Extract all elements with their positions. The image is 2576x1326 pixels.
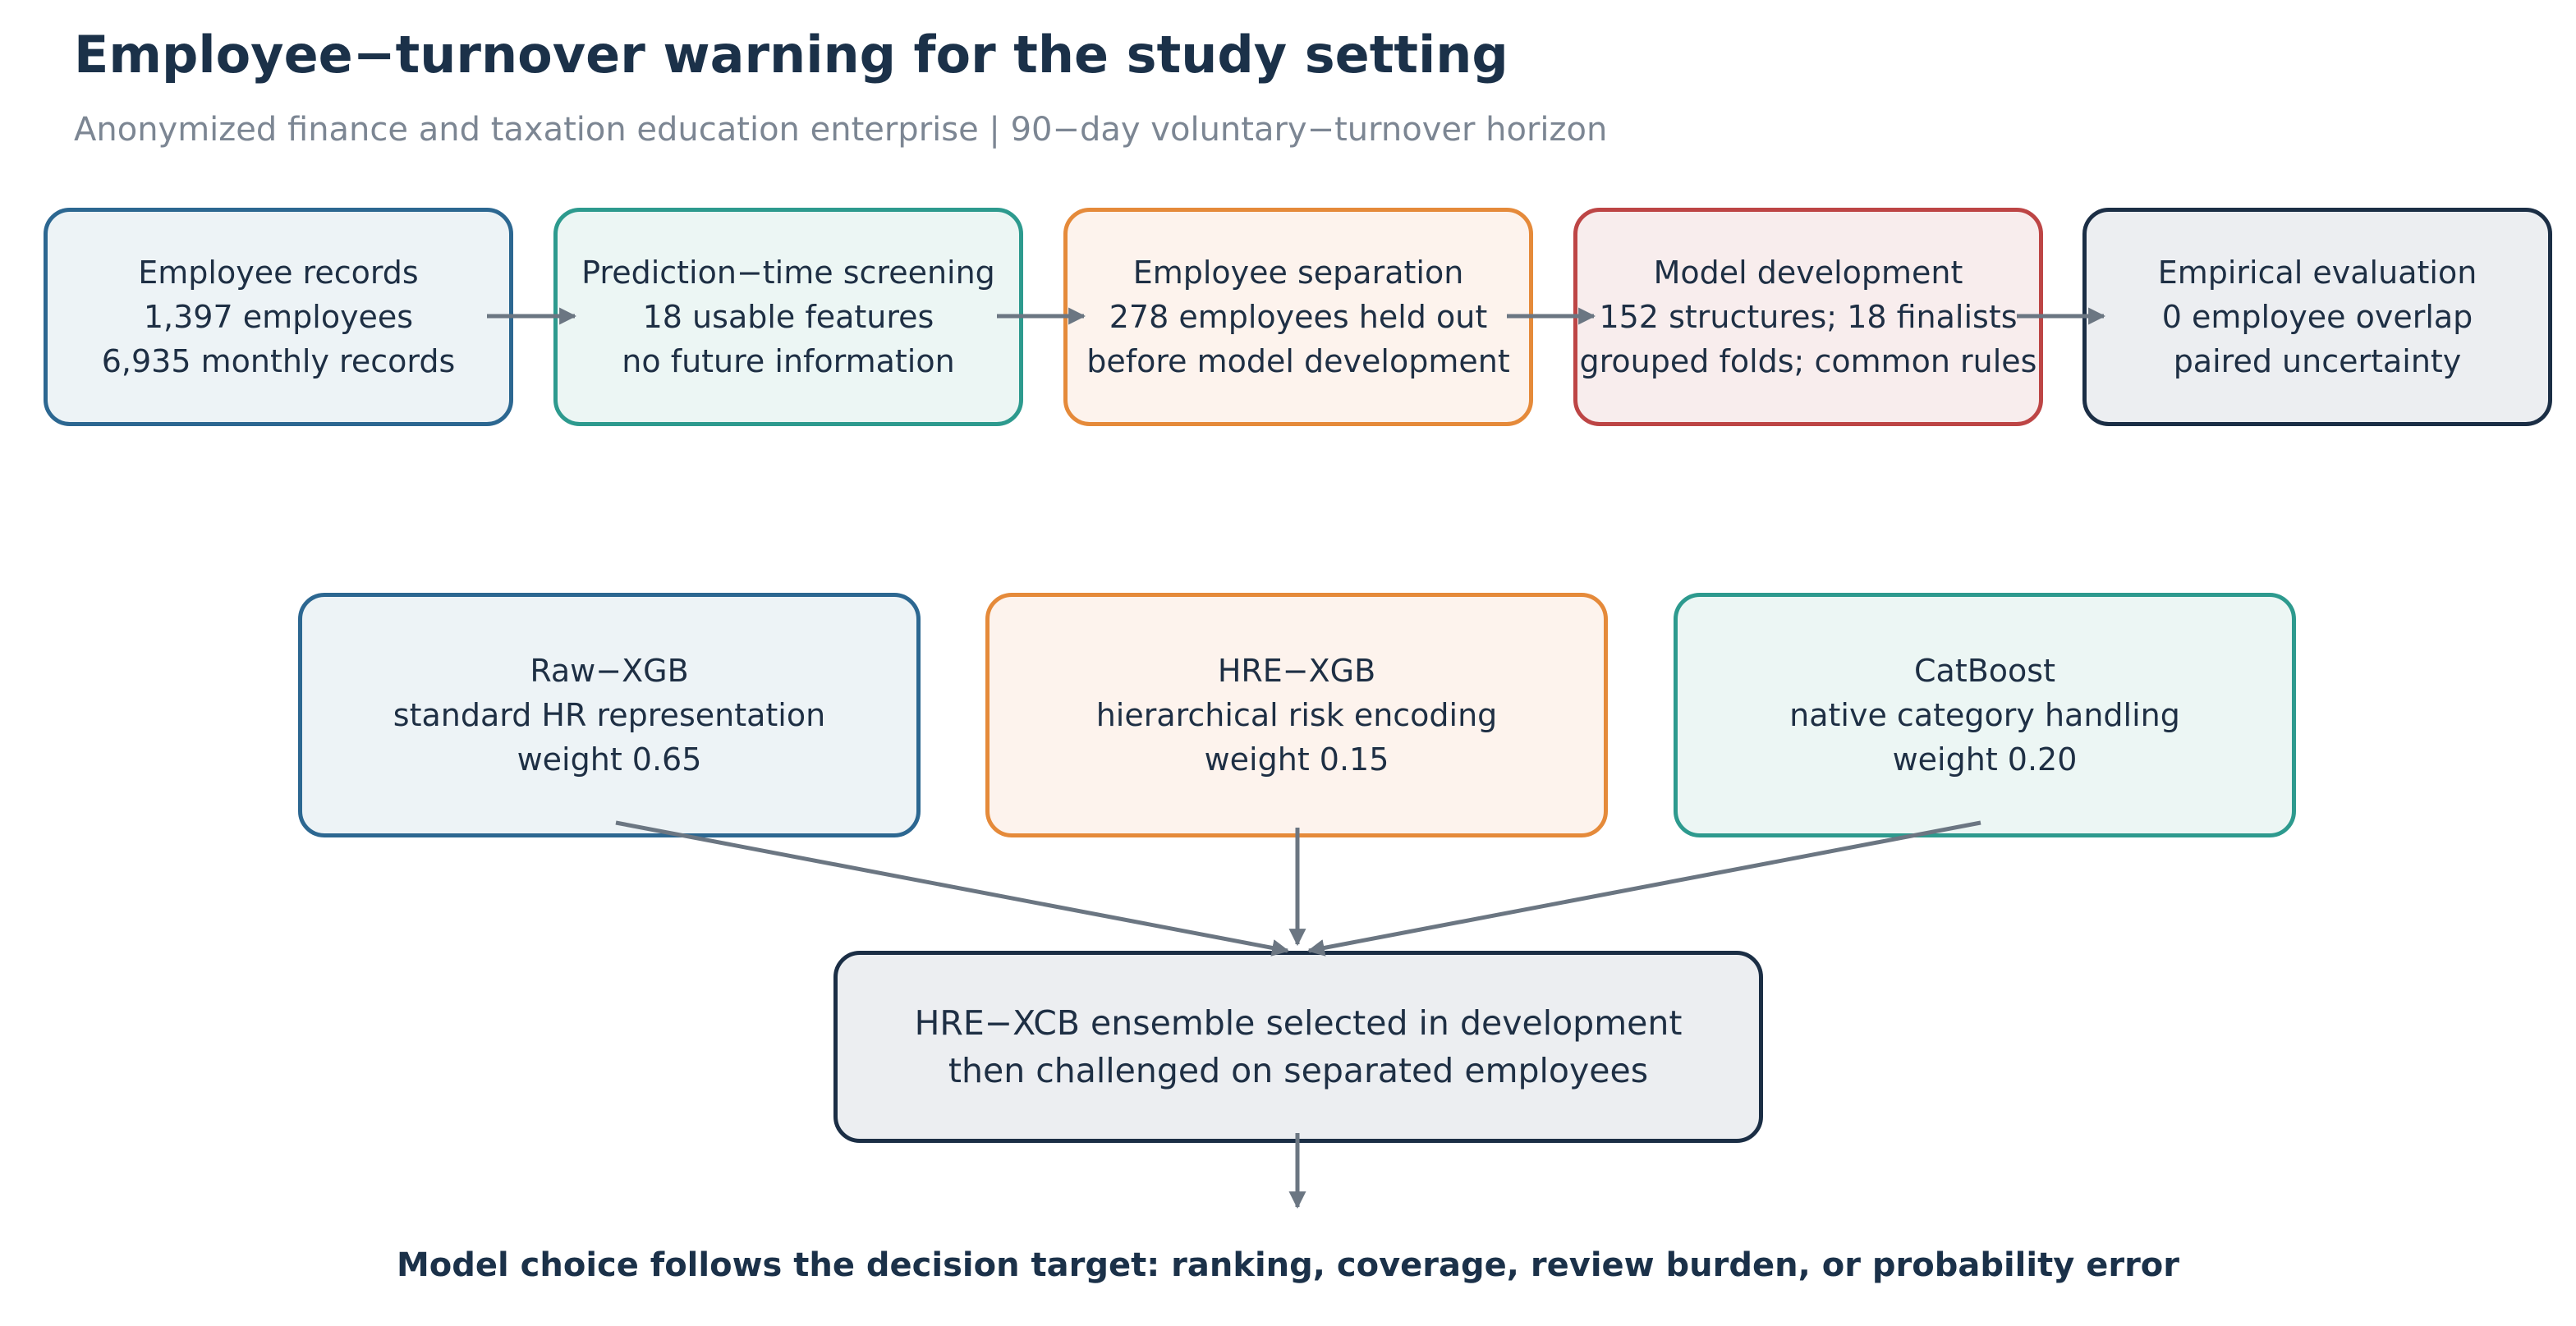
conclusion-text: Model choice follows the decision target… bbox=[396, 1246, 2180, 1284]
box-detail: 278 employees held out bbox=[1109, 299, 1488, 335]
box-detail: 152 structures; 18 finalists bbox=[1599, 299, 2018, 335]
model-name: CatBoost bbox=[1914, 653, 2055, 689]
ensemble-box: HRE−XCB ensemble selected in development… bbox=[833, 951, 1763, 1143]
box-heading: Employee separation bbox=[1132, 255, 1464, 291]
page-subtitle: Anonymized finance and taxation educatio… bbox=[74, 111, 1608, 149]
box-detail: grouped folds; common rules bbox=[1579, 343, 2037, 379]
pipeline-box-separation: Employee separation 278 employees held o… bbox=[1063, 208, 1533, 426]
box-detail: 0 employee overlap bbox=[2161, 299, 2473, 335]
model-name: Raw−XGB bbox=[530, 653, 689, 689]
pipeline-box-model-development: Model development 152 structures; 18 fin… bbox=[1573, 208, 2043, 426]
model-weight: weight 0.15 bbox=[1204, 741, 1389, 778]
model-box-raw-xgb: Raw−XGB standard HR representation weigh… bbox=[298, 593, 921, 837]
model-name: HRE−XGB bbox=[1217, 653, 1376, 689]
box-heading: Employee records bbox=[138, 255, 419, 291]
box-detail: no future information bbox=[622, 343, 955, 379]
box-heading: Empirical evaluation bbox=[2157, 255, 2477, 291]
pipeline-box-employee-records: Employee records 1,397 employees 6,935 m… bbox=[44, 208, 513, 426]
model-weight: weight 0.65 bbox=[517, 741, 702, 778]
box-detail: 18 usable features bbox=[642, 299, 934, 335]
box-detail: paired uncertainty bbox=[2173, 343, 2462, 379]
model-description: standard HR representation bbox=[393, 697, 826, 733]
box-detail: 6,935 monthly records bbox=[101, 343, 456, 379]
box-heading: Model development bbox=[1653, 255, 1963, 291]
ensemble-line: HRE−XCB ensemble selected in development bbox=[914, 1003, 1683, 1043]
ensemble-line: then challenged on separated employees bbox=[948, 1051, 1649, 1090]
box-heading: Prediction−time screening bbox=[581, 255, 995, 291]
box-detail: 1,397 employees bbox=[143, 299, 414, 335]
arrow-raw-xgb-to-ensemble bbox=[615, 820, 1290, 957]
model-box-hre-xgb: HRE−XGB hierarchical risk encoding weigh… bbox=[985, 593, 1608, 837]
arrow-catboost-to-ensemble bbox=[1306, 820, 1981, 957]
model-box-catboost: CatBoost native category handling weight… bbox=[1674, 593, 2296, 837]
model-weight: weight 0.20 bbox=[1892, 741, 2078, 778]
model-description: hierarchical risk encoding bbox=[1095, 697, 1498, 733]
model-description: native category handling bbox=[1789, 697, 2180, 733]
pipeline-box-evaluation: Empirical evaluation 0 employee overlap … bbox=[2082, 208, 2552, 426]
page-title: Employee−turnover warning for the study … bbox=[74, 25, 1508, 85]
box-detail: before model development bbox=[1086, 343, 1510, 379]
